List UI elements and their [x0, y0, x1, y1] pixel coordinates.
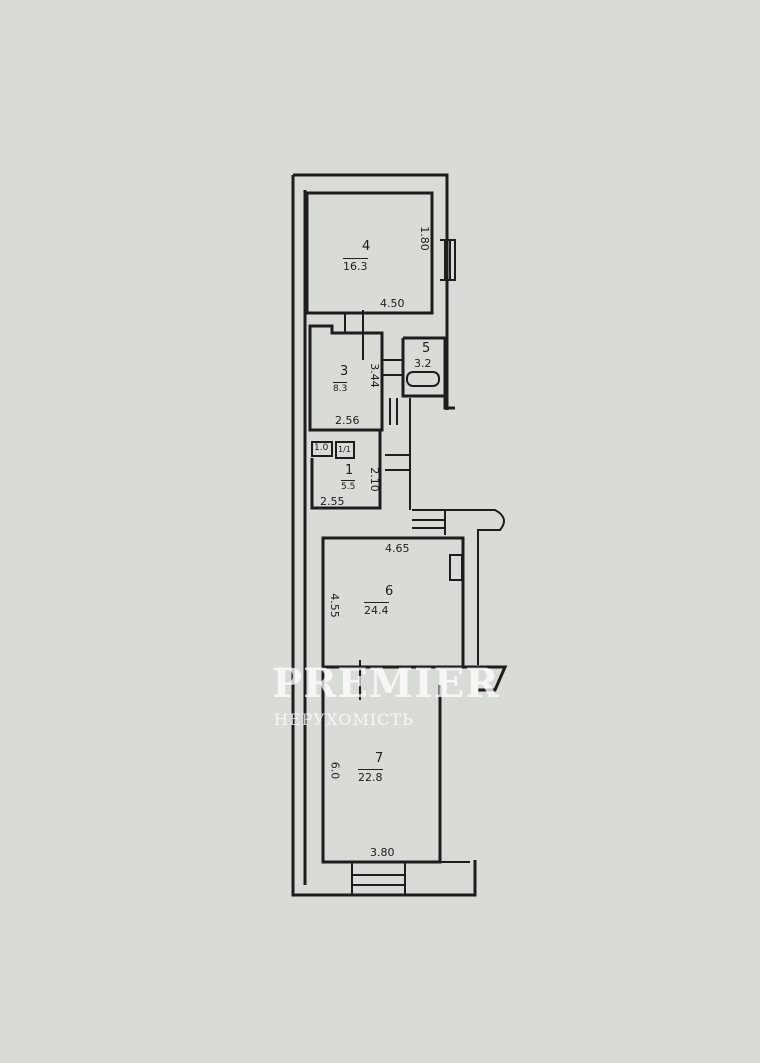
- room-4-dim-width: 4.50: [380, 297, 405, 310]
- room-6-area: 24.4: [364, 602, 389, 617]
- balcony: [463, 665, 508, 692]
- room-7-area: 22.8: [358, 769, 383, 784]
- stove-icon: [335, 441, 355, 459]
- radiator-icon: [449, 554, 463, 581]
- room-4-number: 4: [362, 239, 371, 254]
- room-3-dim-height: 3.44: [367, 363, 381, 388]
- outer-wall: [291, 173, 477, 897]
- room-1-number: 1: [345, 463, 354, 478]
- room-7-dim-height: 6.0: [328, 761, 342, 780]
- window: [351, 861, 470, 895]
- room-7-walls: [321, 670, 442, 864]
- room-1-walls: [310, 428, 382, 510]
- boiler-label: 1.0: [314, 443, 329, 453]
- room-1-area: 5.5: [341, 480, 356, 492]
- room-5-number: 5: [422, 341, 431, 356]
- room-7-dim-width: 3.80: [370, 846, 395, 859]
- room-1-dim-width: 2.55: [320, 495, 345, 508]
- window: [440, 239, 456, 281]
- room-4-area: 16.3: [343, 258, 368, 273]
- room-5-walls: [401, 336, 455, 410]
- room-6-walls: [321, 536, 465, 669]
- room-6-dim-height: 4.55: [327, 593, 341, 618]
- room-4-dim-height: 1.80: [417, 226, 431, 251]
- corridor-walls: [382, 359, 411, 510]
- stove-label: 1/1: [338, 445, 351, 454]
- bathtub-icon: [406, 371, 440, 387]
- room-5-area: 3.2: [414, 357, 432, 370]
- room-3-dim-width: 2.56: [335, 414, 360, 427]
- room-7-number: 7: [375, 751, 384, 766]
- entrance: [412, 509, 505, 665]
- watermark-sub: НЕРУХОМІСТЬ: [274, 710, 414, 729]
- room-3-area: 8.3: [333, 382, 348, 394]
- room-4-walls: [305, 191, 434, 315]
- watermark-brand: PREMIER: [272, 660, 500, 707]
- room-6-number: 6: [385, 584, 394, 599]
- boiler-icon: [311, 441, 333, 457]
- room-3-number: 3: [340, 364, 349, 379]
- room-1-dim-height: 2.10: [367, 467, 381, 492]
- door: [344, 310, 364, 360]
- room-6-dim-width: 4.65: [385, 542, 410, 555]
